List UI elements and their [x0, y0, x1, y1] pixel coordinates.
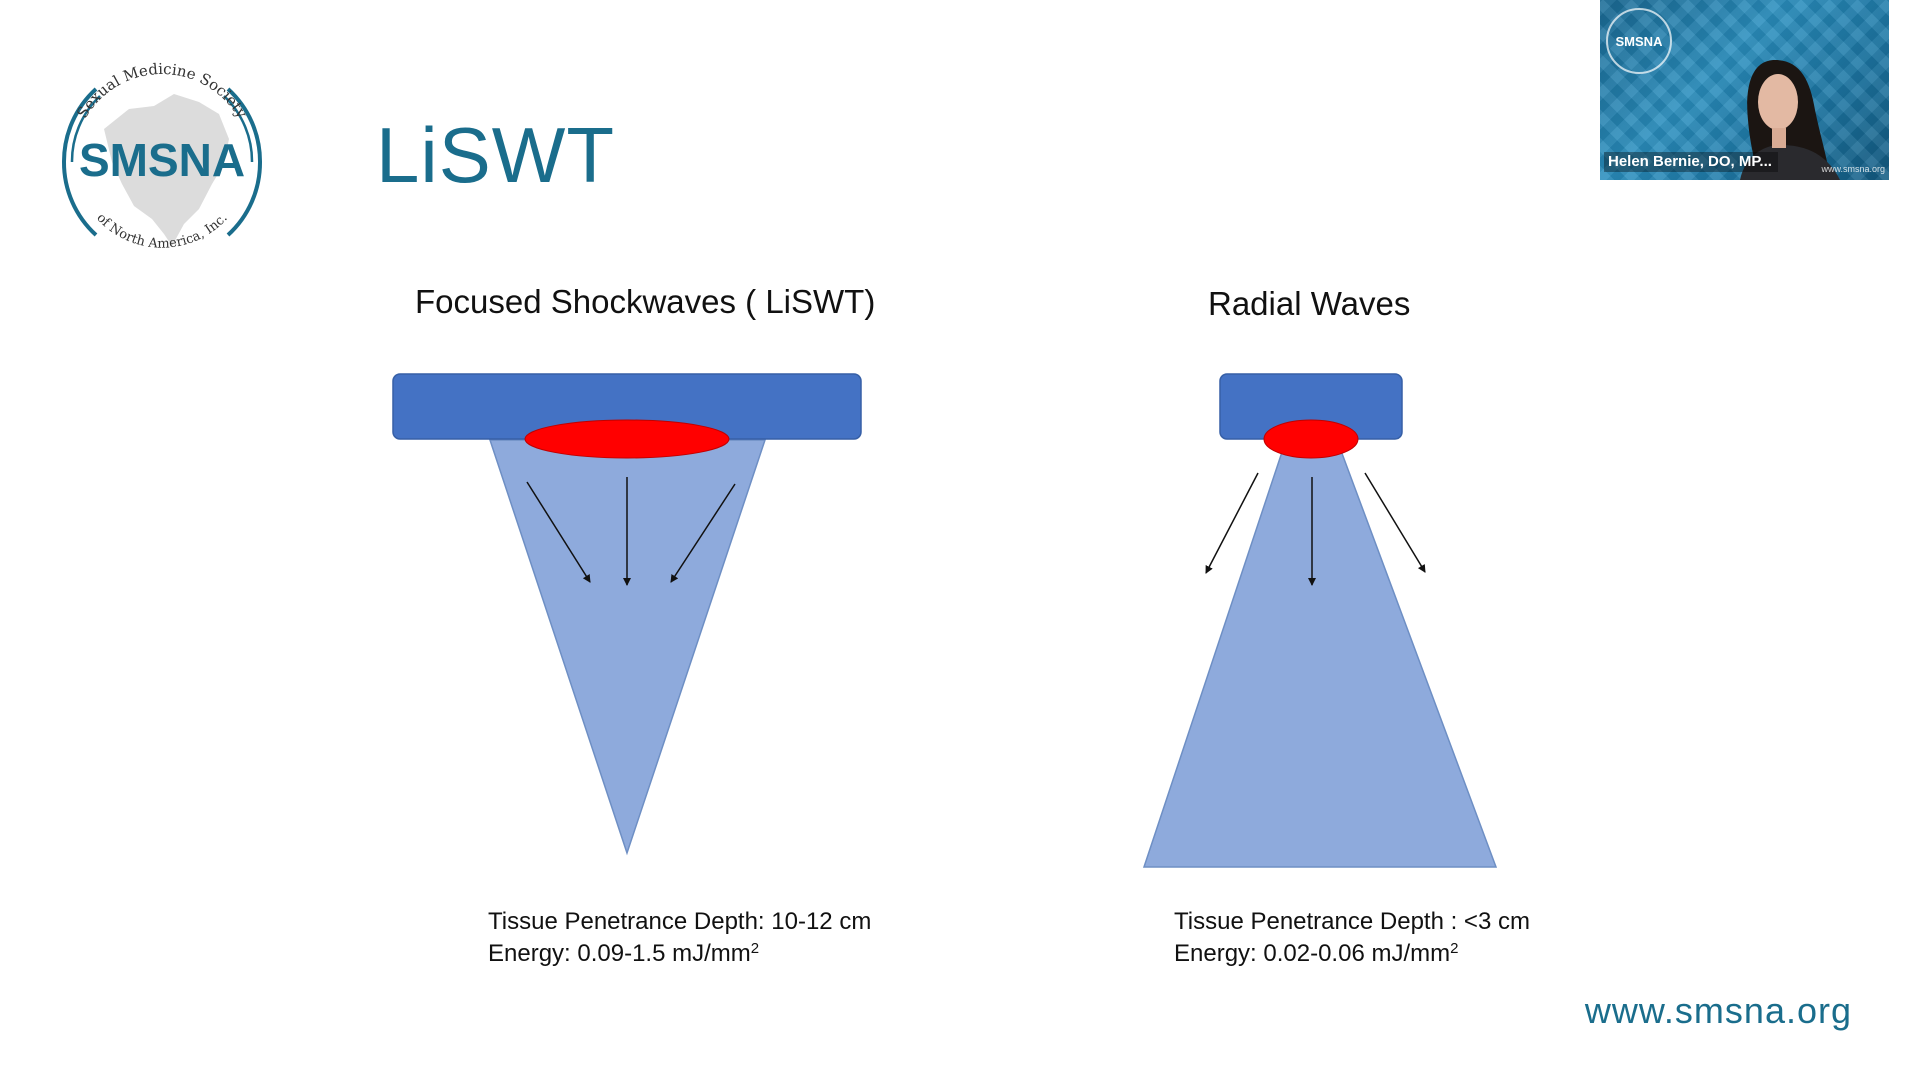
- speaker-video: [1720, 50, 1870, 180]
- radial-energy-source: [1263, 419, 1359, 459]
- radial-energy-line: Energy: 0.02-0.06 mJ/mm2: [1174, 938, 1530, 970]
- focused-energy: Energy: 0.09-1.5 mJ/mm: [488, 940, 751, 967]
- participant-name: Helen Bernie, DO, MP...: [1604, 152, 1778, 172]
- focused-shockwave-diagram: [392, 373, 862, 856]
- focused-arrow-left: [526, 481, 591, 583]
- radial-waves-heading: Radial Waves: [1208, 285, 1411, 322]
- radial-specs: Tissue Penetrance Depth : <3 cm Energy: …: [1174, 906, 1530, 970]
- logo-name: SMSNA: [79, 134, 245, 186]
- radial-wave-diagram: [1142, 373, 1498, 868]
- radial-wave-cone: [1142, 439, 1498, 868]
- speaker-silhouette: [1740, 60, 1840, 180]
- radial-energy: Energy: 0.02-0.06 mJ/mm: [1174, 940, 1451, 967]
- focused-energy-source: [524, 419, 730, 459]
- north-america-map-shape: [104, 94, 229, 246]
- participant-video-tile[interactable]: SMSNA Helen Bernie, DO, MP... www.smsna.…: [1600, 0, 1889, 180]
- focused-specs: Tissue Penetrance Depth: 10-12 cm Energy…: [488, 906, 871, 970]
- focused-energy-exponent: 2: [750, 940, 760, 957]
- focused-energy-line: Energy: 0.09-1.5 mJ/mm2: [488, 938, 871, 970]
- video-background-url: www.smsna.org: [1821, 164, 1885, 174]
- radial-arrow-left: [1205, 472, 1259, 574]
- smsna-logo-graphic: Sexual Medicine Society of North America…: [61, 60, 263, 252]
- website-url: www.smsna.org: [1584, 990, 1852, 1031]
- radial-energy-exponent: 2: [1450, 940, 1459, 957]
- smsna-logo: Sexual Medicine Society of North America…: [34, 34, 290, 290]
- focused-arrow-right: [670, 483, 736, 583]
- focused-shockwaves-heading: Focused Shockwaves ( LiSWT): [415, 283, 876, 320]
- radial-arrow-right: [1364, 472, 1426, 573]
- focused-depth: Tissue Penetrance Depth: 10-12 cm: [488, 908, 872, 935]
- radial-depth: Tissue Penetrance Depth : <3 cm: [1174, 908, 1530, 935]
- smsna-badge-icon: SMSNA: [1606, 8, 1672, 74]
- slide-title: LiSWT: [376, 111, 615, 199]
